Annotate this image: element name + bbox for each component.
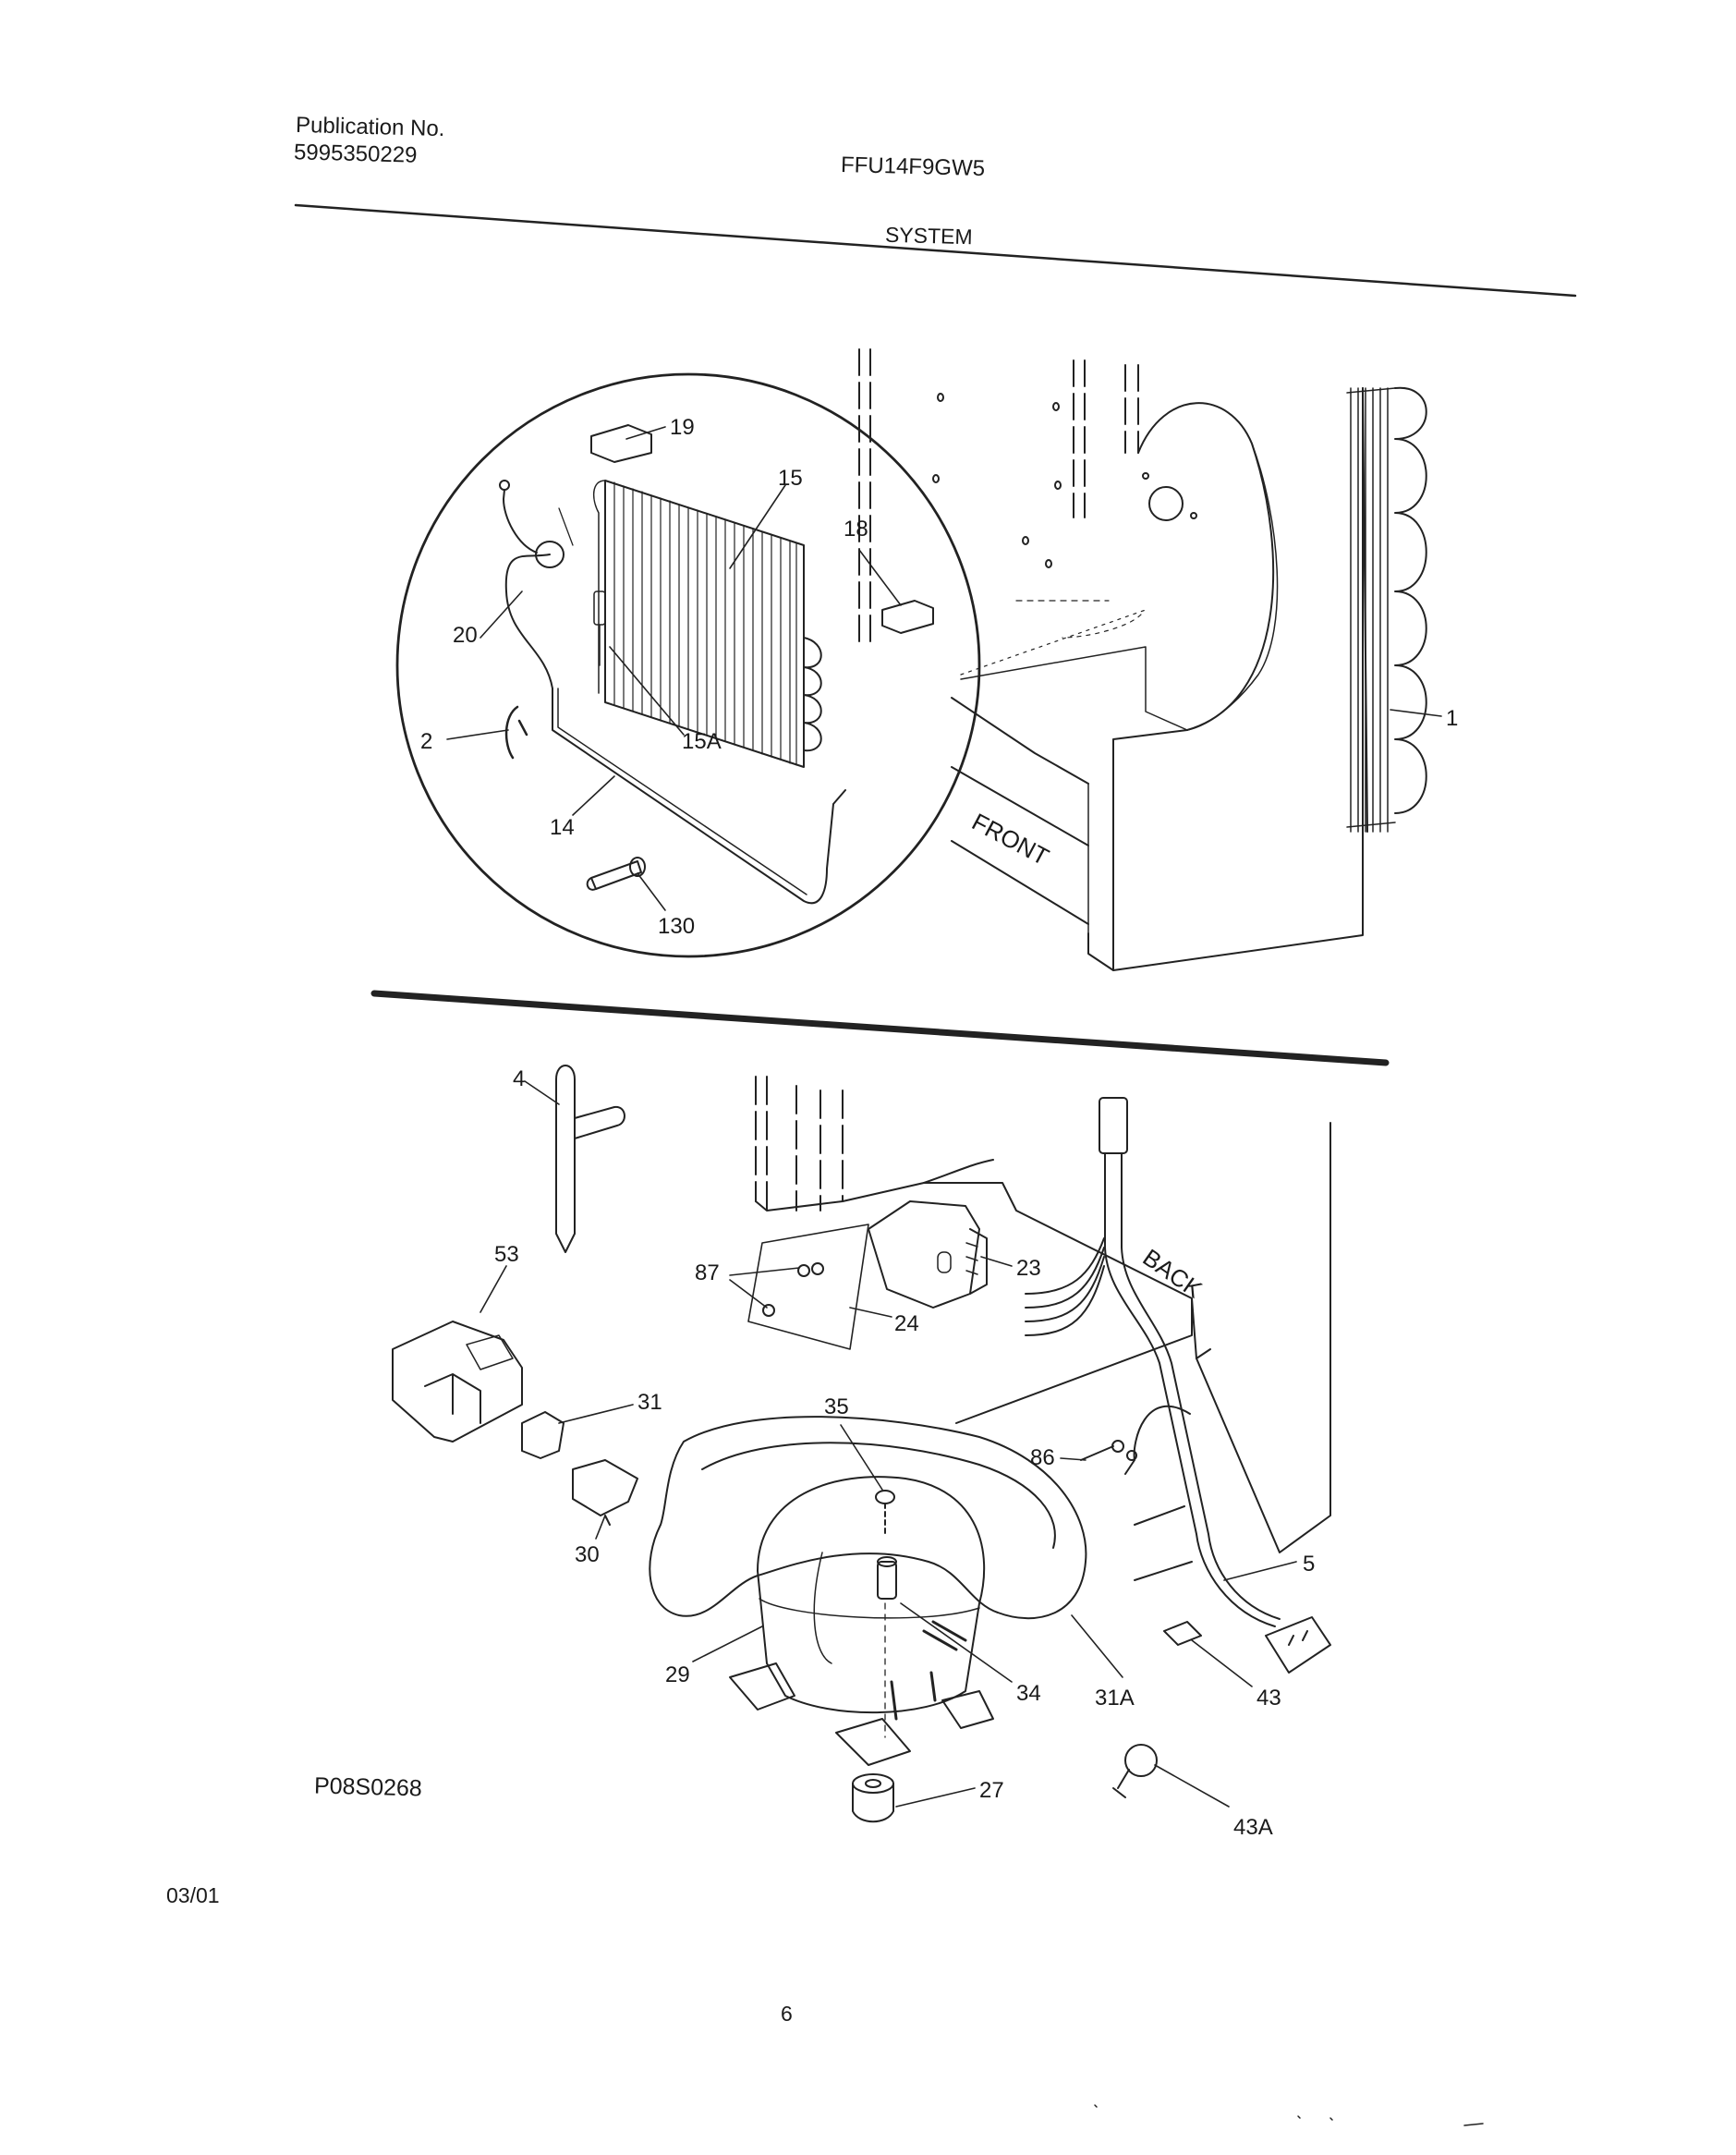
leaders-top — [446, 426, 1442, 911]
callout-43: 43 — [1256, 1686, 1281, 1711]
cabinet-back-outline — [858, 348, 1368, 971]
relay-31 — [521, 1411, 565, 1459]
date-code: 03/01 — [166, 1883, 220, 1907]
callout-19: 19 — [670, 415, 695, 440]
bracket-24 — [747, 1224, 869, 1350]
callout-53: 53 — [494, 1242, 519, 1267]
cabinet-lower-outline — [755, 1076, 1331, 1553]
callout-86: 86 — [1030, 1445, 1055, 1470]
callout-31: 31 — [637, 1390, 662, 1415]
defrost-heater — [552, 688, 846, 905]
callout-30: 30 — [575, 1542, 600, 1567]
front-label: FRONT — [967, 808, 1053, 871]
overload-30 — [572, 1459, 638, 1526]
power-cord-harness — [1025, 1097, 1281, 1627]
thermostat-20 — [499, 480, 574, 689]
evaporator — [592, 480, 822, 768]
condenser-coil — [1346, 386, 1427, 833]
callout-87: 87 — [695, 1260, 720, 1285]
callout-1: 1 — [1446, 706, 1458, 731]
page-number: 6 — [781, 2002, 793, 2026]
leaders-bottom — [480, 1080, 1297, 1808]
plug — [1265, 1616, 1331, 1674]
defrost-timer-23 — [868, 1200, 988, 1309]
callout-labels: 19 15 18 20 2 15A 14 130 1 4 53 87 23 24… — [420, 415, 1458, 1840]
callout-27: 27 — [979, 1778, 1004, 1803]
callout-20: 20 — [453, 623, 478, 648]
callout-18: 18 — [844, 517, 868, 542]
callout-43A: 43A — [1233, 1815, 1273, 1840]
relay-cover-53 — [392, 1321, 523, 1443]
callout-5: 5 — [1303, 1552, 1315, 1577]
grommet-34 — [877, 1556, 897, 1600]
bolt-35 — [875, 1490, 895, 1535]
pad-18 — [881, 600, 934, 634]
callout-24: 24 — [894, 1311, 919, 1336]
callout-15A: 15A — [682, 729, 722, 754]
callout-14: 14 — [550, 815, 575, 840]
scan-specks — [1094, 2104, 1484, 2126]
base-pan-31A — [649, 1416, 1087, 1620]
callout-130: 130 — [658, 914, 695, 939]
callout-29: 29 — [665, 1662, 690, 1687]
screws-87 — [762, 1262, 824, 1317]
screw-86 — [1080, 1440, 1137, 1461]
clip-2 — [504, 705, 528, 760]
callout-23: 23 — [1016, 1256, 1041, 1281]
callout-15: 15 — [778, 466, 803, 491]
callout-35: 35 — [824, 1394, 849, 1419]
compressor-29 — [729, 1476, 994, 1766]
clip-43 — [1163, 1621, 1202, 1646]
rubber-foot-27 — [852, 1773, 894, 1823]
callout-2: 2 — [420, 729, 432, 754]
bolt-130 — [586, 857, 646, 891]
section-divider — [370, 990, 1390, 1066]
callout-31A: 31A — [1095, 1686, 1135, 1711]
callout-34: 34 — [1016, 1681, 1041, 1706]
clamp-43A — [1112, 1744, 1158, 1798]
pad-19 — [590, 424, 652, 463]
drier-4 — [555, 1065, 625, 1253]
header-rule — [294, 203, 1577, 298]
callout-4: 4 — [513, 1066, 525, 1091]
detail-circle — [395, 372, 981, 958]
back-label: BACK — [1138, 1243, 1208, 1304]
